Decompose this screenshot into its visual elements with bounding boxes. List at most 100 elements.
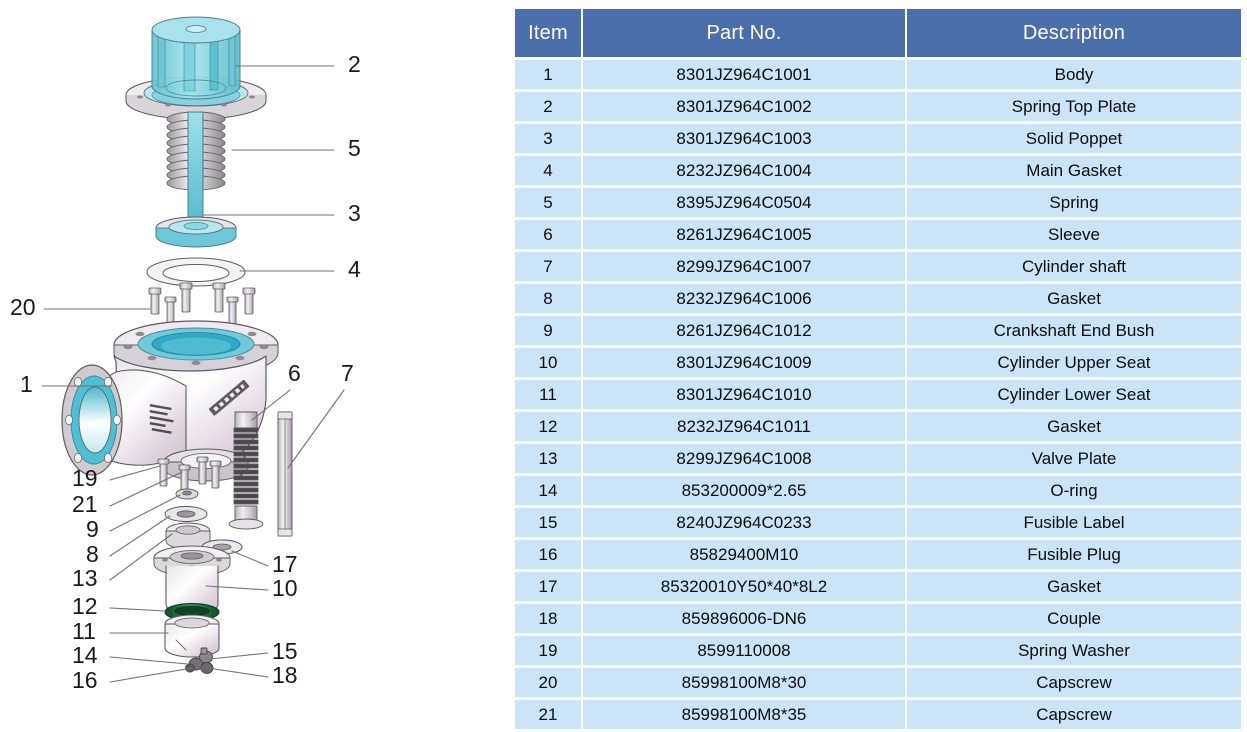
callout-12: 12 <box>72 593 98 619</box>
callout-7: 7 <box>341 360 354 386</box>
part-description: Cylinder Lower Seat <box>907 380 1241 409</box>
part-small-fittings-cluster <box>185 647 214 674</box>
part-description: Main Gasket <box>907 156 1241 185</box>
callout-leader-lines <box>41 65 345 683</box>
part-number: 8301JZ964C1003 <box>583 124 905 153</box>
part-number: 8301JZ964C1001 <box>583 60 905 89</box>
part-item-number: 13 <box>515 444 581 473</box>
part-description: Gasket <box>907 412 1241 441</box>
part-description: Sleeve <box>907 220 1241 249</box>
column-header-part-no: Part No. <box>583 9 905 57</box>
column-header-item: Item <box>515 9 581 57</box>
part-description: Spring Washer <box>907 636 1241 665</box>
part-number: 8599110008 <box>583 636 905 665</box>
part-item-number: 1 <box>515 60 581 89</box>
part-description: Solid Poppet <box>907 124 1241 153</box>
part-item-number: 9 <box>515 316 581 345</box>
part-description: Fusible Label <box>907 508 1241 537</box>
callout-11: 11 <box>72 618 96 644</box>
part-number: 8232JZ964C1011 <box>583 412 905 441</box>
part-description: Fusible Plug <box>907 540 1241 569</box>
table-header-row: Item Part No. Description <box>515 9 1241 57</box>
callout-19: 19 <box>72 465 98 491</box>
part-number: 8232JZ964C1006 <box>583 284 905 313</box>
callout-18: 18 <box>272 662 298 688</box>
callout-6: 6 <box>288 360 301 386</box>
part-description: Spring <box>907 188 1241 217</box>
callout-20: 20 <box>10 294 36 320</box>
part-item-number: 16 <box>515 540 581 569</box>
part-description: Capscrew <box>907 668 1241 697</box>
part-item-number: 17 <box>515 572 581 601</box>
part-description: Cylinder Upper Seat <box>907 348 1241 377</box>
part-number: 8301JZ964C1010 <box>583 380 905 409</box>
callout-numbers: 2 5 3 4 20 1 6 7 19 21 9 8 13 17 10 12 1… <box>10 51 361 693</box>
part-item-number: 11 <box>515 380 581 409</box>
part-item-number: 19 <box>515 636 581 665</box>
part-item-number: 8 <box>515 284 581 313</box>
part-item-number: 5 <box>515 188 581 217</box>
part-number: 859896006-DN6 <box>583 604 905 633</box>
part-item-number: 6 <box>515 220 581 249</box>
part-item-number: 12 <box>515 412 581 441</box>
part-number: 85320010Y50*40*8L2 <box>583 572 905 601</box>
callout-16: 16 <box>72 667 98 693</box>
part-number: 8301JZ964C1009 <box>583 348 905 377</box>
part-number: 8232JZ964C1004 <box>583 156 905 185</box>
part-cylinder-shaft <box>277 411 293 537</box>
callout-9: 9 <box>86 516 99 542</box>
part-item-number: 3 <box>515 124 581 153</box>
part-item-number: 18 <box>515 604 581 633</box>
part-cylinder-lower-seat <box>164 614 220 658</box>
callout-14: 14 <box>72 642 98 668</box>
part-number: 853200009*2.65 <box>583 476 905 505</box>
part-number: 8299JZ964C1008 <box>583 444 905 473</box>
part-description: Crankshaft End Bush <box>907 316 1241 345</box>
part-body <box>61 320 279 482</box>
part-item-number: 7 <box>515 252 581 281</box>
exploded-assembly-diagram: 2 5 3 4 20 1 6 7 19 21 9 8 13 17 10 12 1… <box>0 0 505 700</box>
part-item-number: 20 <box>515 668 581 697</box>
column-header-description: Description <box>907 9 1241 57</box>
part-description: Spring Top Plate <box>907 92 1241 121</box>
part-item-number: 14 <box>515 476 581 505</box>
part-number: 8299JZ964C1007 <box>583 252 905 281</box>
callout-1: 1 <box>20 371 33 397</box>
part-number: 8395JZ964C0504 <box>583 188 905 217</box>
callout-15: 15 <box>272 638 298 664</box>
part-description: Valve Plate <box>907 444 1241 473</box>
callout-8: 8 <box>86 541 99 567</box>
part-description: Gasket <box>907 572 1241 601</box>
part-number: 8261JZ964C1012 <box>583 316 905 345</box>
part-item-number: 2 <box>515 92 581 121</box>
part-item-number: 4 <box>515 156 581 185</box>
callout-17: 17 <box>272 551 298 577</box>
part-description: Body <box>907 60 1241 89</box>
part-gasket-8 <box>164 506 208 522</box>
part-main-gasket <box>146 257 246 287</box>
part-number: 8240JZ964C0233 <box>583 508 905 537</box>
callout-2: 2 <box>348 51 361 77</box>
part-valve-plate <box>165 522 211 550</box>
part-cylinder-upper-seat <box>153 545 231 614</box>
part-number: 8261JZ964C1005 <box>583 220 905 249</box>
part-number: 85998100M8*30 <box>583 668 905 697</box>
callout-13: 13 <box>72 565 98 591</box>
